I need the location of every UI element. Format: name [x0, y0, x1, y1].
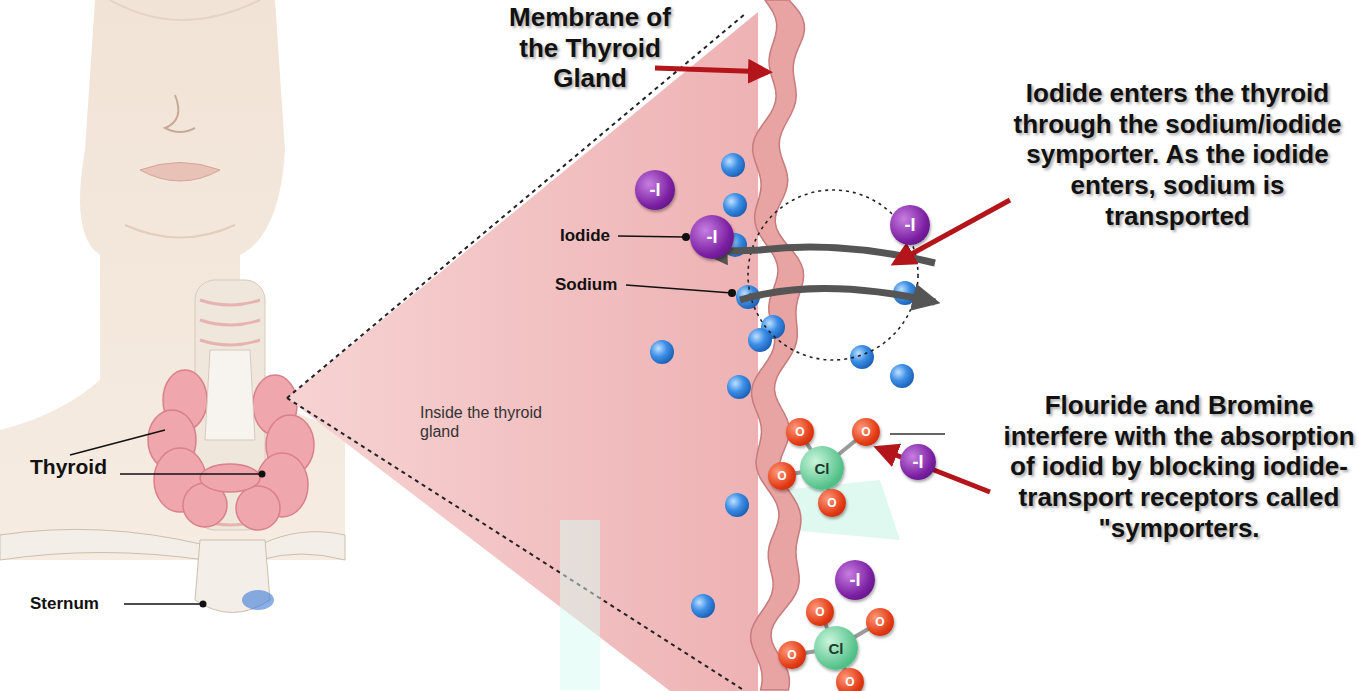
atom-symbol: O [815, 606, 824, 618]
atom-symbol: O [787, 649, 796, 661]
oxygen-atom: O [866, 608, 894, 636]
callout-text: Flouride and Bromine interfere with the … [1003, 390, 1355, 543]
neck [0, 0, 345, 560]
zoom-line [287, 14, 745, 398]
oxygen-atom: O [836, 668, 864, 691]
leader-dot [682, 233, 690, 241]
atom-symbol: -I [650, 181, 661, 199]
sodium-ion [721, 153, 745, 177]
oxygen-atom: O [786, 418, 814, 446]
sodium-flow-arrow [740, 288, 935, 302]
clavicle [260, 532, 345, 560]
chin [125, 225, 235, 238]
zoom-line [287, 398, 745, 691]
sodium-ion [890, 364, 914, 388]
oxygen-atom: O [806, 598, 834, 626]
leader-line [890, 433, 945, 435]
lips [140, 163, 220, 182]
atom-symbol: O [875, 616, 884, 628]
clavicle [0, 529, 205, 560]
atom-symbol: Cl [815, 461, 830, 476]
leader-line [626, 285, 732, 293]
atom-symbol: O [777, 470, 786, 482]
part-label: Thyroid [30, 455, 125, 480]
atom-symbol: O [795, 426, 804, 438]
sodium-ion [650, 340, 674, 364]
iodide-ion: -I [690, 215, 734, 259]
leader-line [618, 236, 686, 237]
atom-symbol: O [845, 676, 854, 688]
callout-text: Membrane of the Thyroid Gland [490, 2, 690, 94]
leader-line [124, 603, 203, 605]
leader-line [70, 430, 165, 455]
part-label: Sternum [30, 594, 125, 614]
iodide-ion: -I [835, 560, 875, 600]
sodium-ion [748, 328, 772, 352]
atom-symbol: O [827, 497, 836, 509]
tint [560, 520, 600, 690]
part-label: Iodide [560, 226, 620, 246]
sodium-ions [650, 153, 917, 618]
iodide-ion: -I [900, 444, 936, 480]
thyroid-cartilage [205, 350, 255, 440]
callout-arrow [655, 68, 768, 72]
atom-symbol: O [861, 426, 870, 438]
oxygen-atom: O [818, 489, 846, 517]
sodium-ion [691, 594, 715, 618]
part-label: Sodium [555, 275, 627, 295]
sodium-ion [727, 375, 751, 399]
oxygen-atom: O [768, 462, 796, 490]
leader-dot [728, 289, 736, 297]
chlorine-atom: Cl [800, 446, 844, 490]
sodium-ion [723, 193, 747, 217]
nose [165, 95, 195, 132]
magnified-region [287, 12, 758, 691]
sodium-ion [725, 493, 749, 517]
leader-line [120, 473, 262, 475]
leader-dot [259, 471, 266, 478]
chlorine-atom: Cl [814, 626, 858, 670]
sternum-notch [242, 590, 274, 610]
oxygen-atom: O [778, 641, 806, 669]
atom-symbol: Cl [829, 641, 844, 656]
face-shade [110, 0, 260, 20]
region-label: Inside the thyroid gland [420, 404, 580, 442]
iodide-ion: -I [890, 205, 930, 245]
atom-symbol: -I [905, 216, 916, 234]
atom-symbol: -I [850, 571, 861, 589]
leader-dot [200, 601, 207, 608]
callout-text: Iodide enters the thyroid through the so… [1000, 78, 1355, 231]
oxygen-atom: O [852, 418, 880, 446]
atom-symbol: -I [707, 228, 718, 246]
iodide-ion: -I [635, 170, 675, 210]
atom-symbol: -I [913, 453, 924, 471]
